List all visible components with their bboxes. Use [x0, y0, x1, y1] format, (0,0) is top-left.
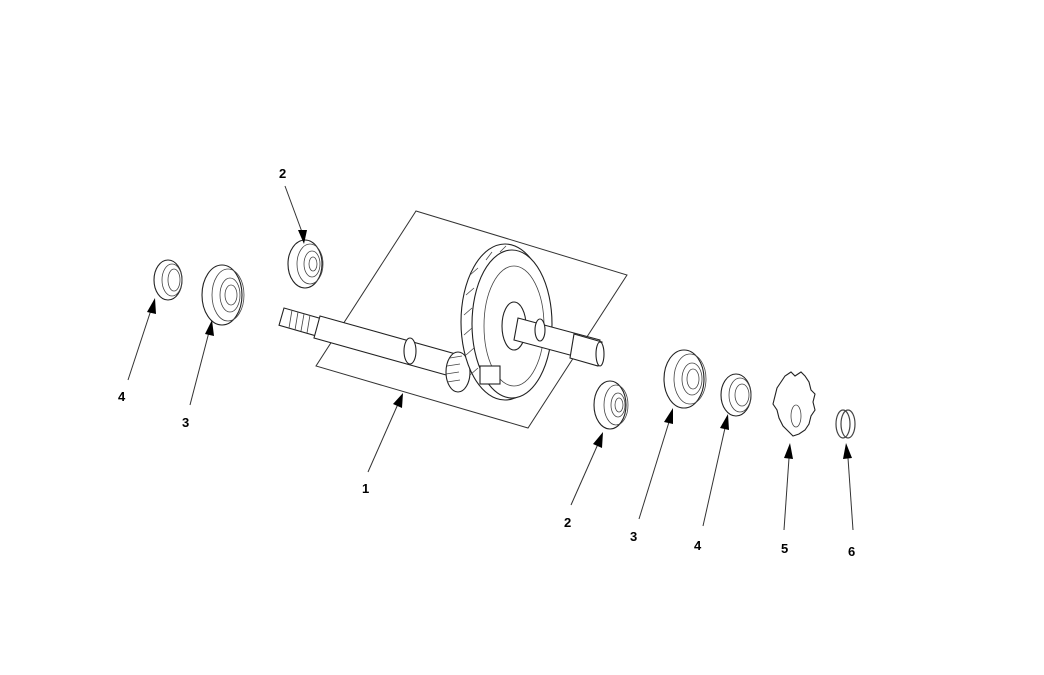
- oil-seal-right-part[interactable]: [720, 373, 752, 417]
- shaft-with-gear-part[interactable]: [278, 243, 605, 401]
- callout-label-1-shaft: 1: [362, 481, 370, 496]
- callout-label-4-left-seal: 4: [118, 389, 126, 404]
- callout-label-6-circlip: 6: [848, 544, 856, 559]
- callout-label-3-right-bearing: 3: [630, 529, 638, 544]
- callout-leaders: [127, 185, 854, 531]
- callout-label-3-left-bearing: 3: [182, 415, 190, 430]
- oil-seal-left-part[interactable]: [153, 259, 183, 301]
- callout-label-2-left-bearing: 2: [279, 166, 287, 181]
- bearing-left-part[interactable]: [287, 239, 324, 289]
- callout-label-2-right-bearing: 2: [564, 515, 572, 530]
- assembly-group-outline: [315, 210, 628, 429]
- bearing-right-part[interactable]: [593, 380, 629, 430]
- callout-label-5-sprocket: 5: [781, 541, 789, 556]
- bearing-large-right-part[interactable]: [663, 349, 707, 409]
- bearing-large-left-part[interactable]: [201, 264, 245, 326]
- callout-label-4-right-seal: 4: [694, 538, 702, 553]
- sprocket-part[interactable]: [772, 371, 816, 437]
- circlip-part[interactable]: [835, 409, 856, 439]
